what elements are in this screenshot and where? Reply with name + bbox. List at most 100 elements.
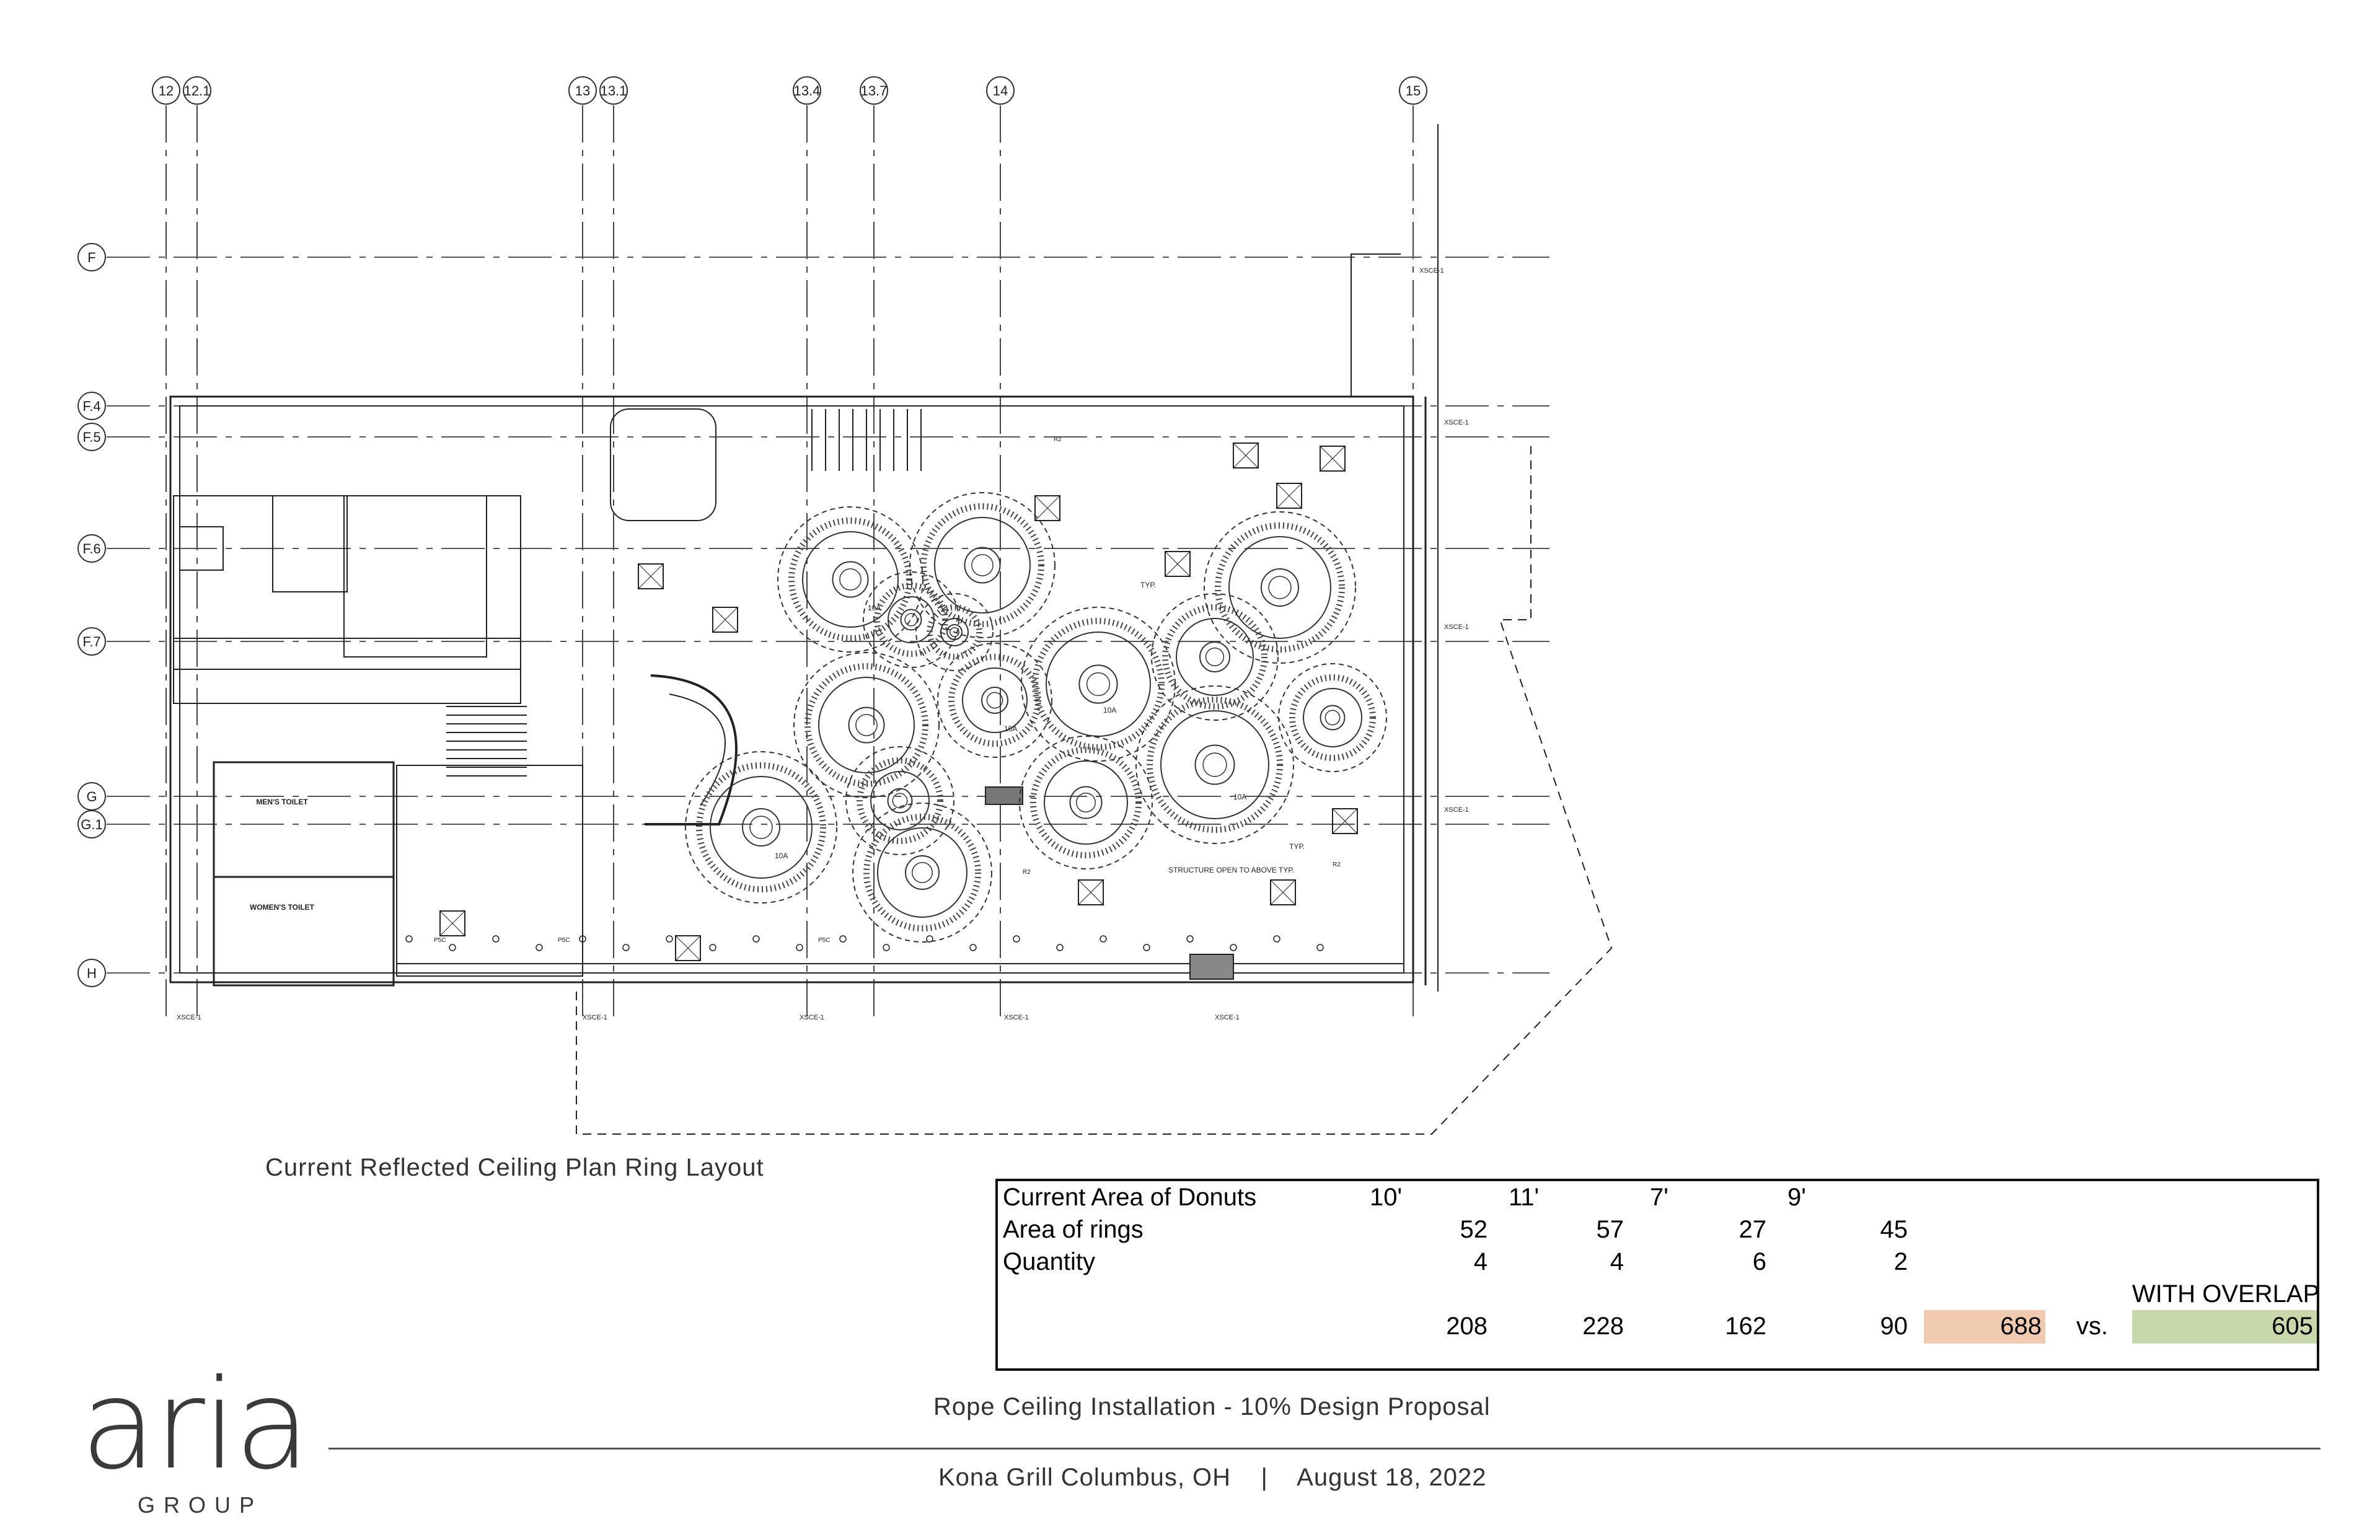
grid-label: 12.1 — [184, 83, 211, 99]
ceiling-diffuser — [1078, 879, 1104, 905]
rope-ring — [845, 746, 954, 855]
light-fixture — [536, 944, 543, 951]
light-fixture — [883, 944, 890, 951]
light-fixture — [969, 944, 977, 951]
grid-label: 13 — [575, 83, 590, 99]
rope-ring — [685, 751, 837, 904]
light-fixture — [449, 944, 456, 951]
logo-word: aria — [81, 1353, 311, 1497]
area-value: 57 — [1596, 1216, 1624, 1243]
bar-counter — [645, 674, 738, 825]
light-fixture — [839, 935, 847, 943]
grid-label: 13.4 — [794, 83, 821, 99]
rope-ring — [915, 593, 994, 671]
grid-bubble — [860, 76, 888, 105]
fixture-tag: R2 — [1333, 861, 1341, 868]
grid-label: 13.1 — [601, 83, 627, 99]
quantity-value: 4 — [1473, 1248, 1488, 1275]
section-tag: XSCE-1 — [1444, 419, 1469, 426]
light-fixture — [752, 935, 760, 943]
area-value: 52 — [1460, 1216, 1488, 1243]
grid-label: G — [86, 789, 97, 804]
rope-ring — [852, 803, 992, 943]
overlap-value: 605 — [2272, 1313, 2313, 1340]
light-fixture — [796, 944, 803, 951]
fixture-tag: P5C — [818, 937, 830, 944]
plan-tag: TYP. — [1140, 581, 1156, 589]
section-tag: XSCE-1 — [1004, 1014, 1029, 1021]
grid-bubble — [77, 810, 106, 838]
light-fixture — [1143, 944, 1150, 951]
aria-group-logo: aria GROUP — [81, 1363, 316, 1518]
fixture-tag: R2 — [1023, 869, 1031, 876]
ceiling-diffuser — [712, 607, 738, 633]
grid-label: 12 — [159, 83, 174, 99]
light-fixture — [579, 935, 586, 943]
ceiling-diffuser — [1276, 483, 1302, 509]
ceiling-diffuser — [638, 563, 664, 589]
footer-separator: | — [1261, 1464, 1268, 1491]
quantity-value: 4 — [1610, 1248, 1624, 1275]
grid-bubble — [77, 959, 106, 987]
grid-bubble — [1399, 76, 1427, 105]
grid-label: G.1 — [81, 817, 102, 832]
section-tag: XSCE-1 — [800, 1014, 824, 1021]
ring-tag: 10A — [1103, 706, 1116, 715]
light-fixture — [1100, 935, 1107, 943]
interior-wall — [179, 405, 1404, 974]
equipment — [343, 495, 487, 658]
size-header: 11' — [1509, 1184, 1540, 1211]
grid-bubble — [183, 76, 211, 105]
rope-ring — [1278, 663, 1387, 772]
quantity-label: Quantity — [1003, 1248, 1095, 1275]
grid-label: H — [87, 966, 97, 981]
grid-bubble — [77, 243, 106, 271]
logo-subtitle: GROUP — [138, 1492, 263, 1518]
light-fixture — [926, 935, 933, 943]
section-tag: XSCE-1 — [1215, 1014, 1240, 1021]
grid-label: F.4 — [82, 398, 100, 414]
light-fixture — [405, 935, 413, 943]
ceiling-diffuser — [1332, 808, 1358, 834]
rope-ring — [777, 506, 923, 653]
grid-bubble — [77, 423, 106, 451]
ring-tag: 10A — [775, 851, 788, 860]
bar-back — [610, 408, 716, 521]
rope-ring — [1021, 607, 1176, 762]
total-value: 90 — [1880, 1313, 1908, 1340]
ring-tag: 10A — [868, 604, 881, 612]
light-fixture — [1186, 935, 1194, 943]
rope-ring — [909, 492, 1056, 638]
footer-subtitle: Kona Grill Columbus, OH | August 18, 202… — [938, 1464, 1487, 1492]
total-value: 208 — [1446, 1313, 1488, 1340]
grid-label: F.5 — [82, 429, 100, 445]
light-fixture — [1230, 944, 1237, 951]
section-tag: XSCE-1 — [583, 1014, 607, 1021]
grid-bubble — [599, 76, 628, 105]
section-tag: XSCE-1 — [177, 1014, 201, 1021]
rope-ring — [937, 643, 1052, 758]
sum-highlight — [1924, 1310, 2045, 1344]
ceiling-diffuser — [439, 910, 465, 936]
grid-label: F.6 — [82, 541, 100, 557]
quantity-value: 2 — [1893, 1248, 1908, 1275]
rope-ring — [863, 571, 959, 668]
light-fixture — [492, 935, 500, 943]
equipment — [179, 526, 224, 571]
grid-bubble — [568, 76, 597, 105]
rope-ring — [1135, 685, 1294, 844]
ceiling-diffuser — [675, 935, 701, 961]
rope-ring — [1151, 593, 1279, 721]
fixture-tag: P5C — [558, 937, 570, 944]
area-value: 45 — [1880, 1216, 1908, 1243]
grid-label: 14 — [993, 83, 1008, 99]
dashed-outline — [576, 446, 1613, 1135]
area-label: Area of rings — [1003, 1216, 1144, 1243]
ceiling-diffuser — [1320, 446, 1346, 472]
total-value: 162 — [1725, 1313, 1766, 1340]
light-fixture — [1316, 944, 1324, 951]
grid-bubble — [77, 392, 106, 420]
grid-bubble — [77, 534, 106, 563]
equipment — [272, 495, 348, 592]
sum-value: 688 — [2000, 1313, 2042, 1340]
